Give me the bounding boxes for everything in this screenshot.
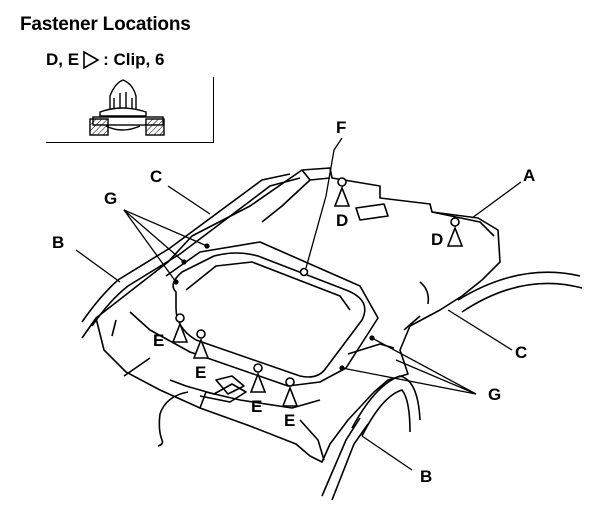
clip-triangle-icon [333,177,351,207]
label-e-2: E [195,363,206,382]
label-c-right: C [515,343,527,362]
legend-prefix: D, E [46,50,80,69]
clip-detail-inset [46,77,214,143]
label-d-right: D [431,230,443,249]
label-b-right: B [420,467,432,486]
label-f: F [336,118,346,137]
label-e-3: E [251,397,262,416]
clip-triangle-icon [192,329,210,359]
label-e-1: E [153,331,164,350]
clip-triangle-icon [83,50,100,70]
label-d-front: D [336,211,348,230]
label-c-left: C [150,167,162,186]
clip-triangle-icon [249,363,267,393]
fastener-legend: D, E : Clip, 6 [46,50,164,70]
clip-triangle-icon [281,377,299,407]
label-a: A [523,166,535,185]
legend-suffix: : Clip, 6 [103,50,165,69]
leader-lines [75,137,522,471]
label-g-left: G [104,189,117,208]
label-b-left: B [52,233,64,252]
clip-triangle-icon [446,217,464,247]
diagram-title: Fastener Locations [20,14,191,35]
headliner-panel [95,167,501,463]
label-e-4: E [284,411,295,430]
fastener-f-point [299,267,309,277]
label-g-right: G [488,385,501,404]
clip-triangle-icon [171,313,189,343]
clip-markers [171,177,464,407]
callout-labels: A B B C C D D E E E E F G G [52,118,535,486]
body-frame-lines [81,173,583,501]
clip-detail-illustration [89,79,165,136]
